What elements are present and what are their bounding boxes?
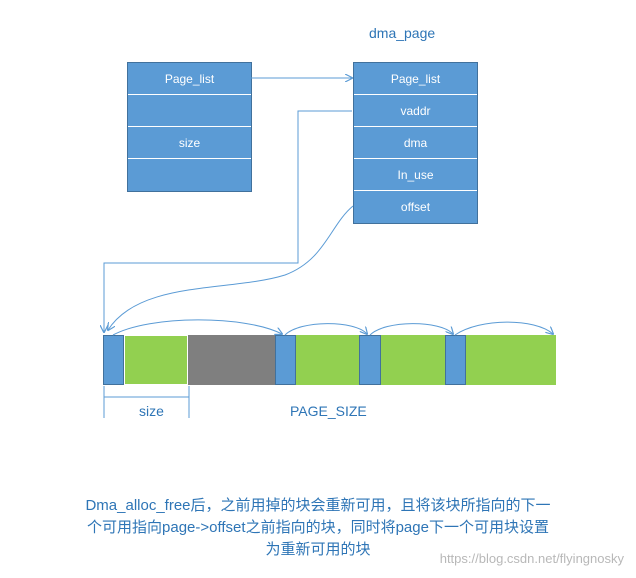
memory-free-block (296, 335, 359, 385)
memory-free-block (381, 335, 445, 385)
dma-page-cell-dma: dma (354, 127, 477, 159)
dma-page-cell-page-list: Page_list (354, 63, 477, 95)
memory-free-block (466, 335, 556, 385)
caption: Dma_alloc_free后，之前用掉的块会重新可用，且将该块所指向的下一 个… (40, 495, 596, 561)
dma-page-title: dma_page (369, 25, 436, 41)
memory-free-block (124, 335, 188, 385)
chain-arc (284, 323, 367, 335)
page-size-label: PAGE_SIZE (290, 403, 367, 419)
dma-page-cell-offset: offset (354, 191, 477, 223)
memory-header-block (103, 335, 124, 385)
left-struct-cell-empty (128, 95, 251, 127)
dma-page-cell-vaddr: vaddr (354, 95, 477, 127)
dma-page-cell-in-use: In_use (354, 159, 477, 191)
dma-page-struct: Page_list vaddr dma In_use offset (353, 62, 478, 224)
chain-arc (369, 323, 453, 335)
chain-arc (112, 319, 282, 336)
memory-used-block (188, 335, 275, 385)
caption-line: 为重新可用的块 (265, 541, 371, 558)
caption-line: Dma_alloc_free后，之前用掉的块会重新可用，且将该块所指向的下一 (85, 497, 551, 514)
chain-arc (454, 321, 553, 335)
size-label: size (139, 403, 164, 419)
vaddr-pointer (104, 110, 352, 332)
caption-line: 个可用指向page->offset之前指向的块，同时将page下一个可用块设置 (87, 519, 549, 536)
memory-header-block (275, 335, 296, 385)
left-struct-cell-size: size (128, 127, 251, 159)
memory-header-block (359, 335, 381, 385)
memory-header-block (445, 335, 466, 385)
watermark: https://blog.csdn.net/flyingnosky (439, 551, 624, 566)
left-struct-cell-page-list: Page_list (128, 63, 251, 95)
offset-pointer (108, 205, 354, 330)
left-struct-cell-empty (128, 159, 251, 191)
left-struct: Page_list size (127, 62, 252, 192)
